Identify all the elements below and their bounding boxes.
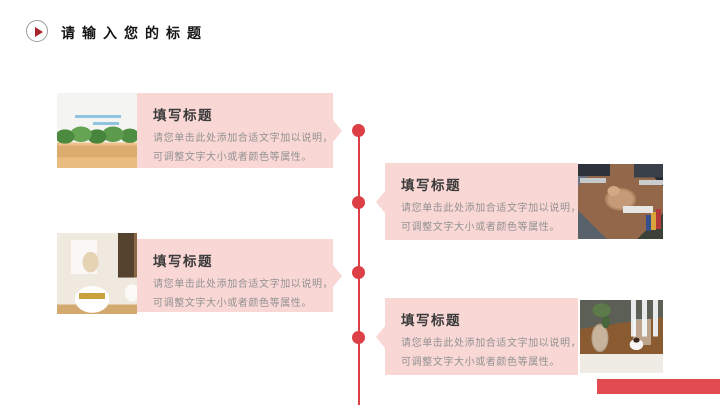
timeline-dot-4 [352,331,365,344]
text-bubble-3[interactable]: 填写标题 请您单击此处添加合适文字加以说明， 可调整文字大小或者颜色等属性。 [137,239,333,312]
text-bubble-1[interactable]: 填写标题 请您单击此处添加合适文字加以说明， 可调整文字大小或者颜色等属性。 [137,93,333,168]
bubble-body-line: 请您单击此处添加合适文字加以说明， [153,133,334,144]
bubble-title: 填写标题 [153,108,213,123]
bubble-body-line: 请您单击此处添加合适文字加以说明， [401,338,582,349]
text-bubble-4[interactable]: 填写标题 请您单击此处添加合适文字加以说明， 可调整文字大小或者颜色等属性。 [385,298,582,375]
office-wall-plants-photo[interactable] [57,93,137,168]
bottom-accent-bar [597,379,720,394]
boss-mug-coffee-photo[interactable] [57,233,137,314]
bubble-body-line: 可调整文字大小或者颜色等属性。 [153,298,312,309]
bubble-title: 填写标题 [153,254,213,269]
play-icon [26,20,48,42]
bubble-title: 填写标题 [401,313,461,328]
timeline-dot-3 [352,266,365,279]
bubble-body-line: 可调整文字大小或者颜色等属性。 [401,222,560,233]
team-hands-stack-photo[interactable] [578,164,663,239]
bubble-body-line: 请您单击此处添加合适文字加以说明， [401,203,582,214]
bubble-body-line: 可调整文字大小或者颜色等属性。 [153,152,312,163]
bubble-body-line: 请您单击此处添加合适文字加以说明， [153,279,334,290]
play-triangle-icon [35,26,43,37]
slide-title-placeholder[interactable]: 请输入您的标题 [61,25,208,41]
bubble-title: 填写标题 [401,178,461,193]
text-bubble-2[interactable]: 填写标题 请您单击此处添加合适文字加以说明， 可调整文字大小或者颜色等属性。 [385,163,582,240]
timeline-dot-1 [352,124,365,137]
bubble-body-line: 可调整文字大小或者颜色等属性。 [401,357,560,368]
timeline-dot-2 [352,196,365,209]
table-vase-book-photo[interactable] [580,300,663,373]
